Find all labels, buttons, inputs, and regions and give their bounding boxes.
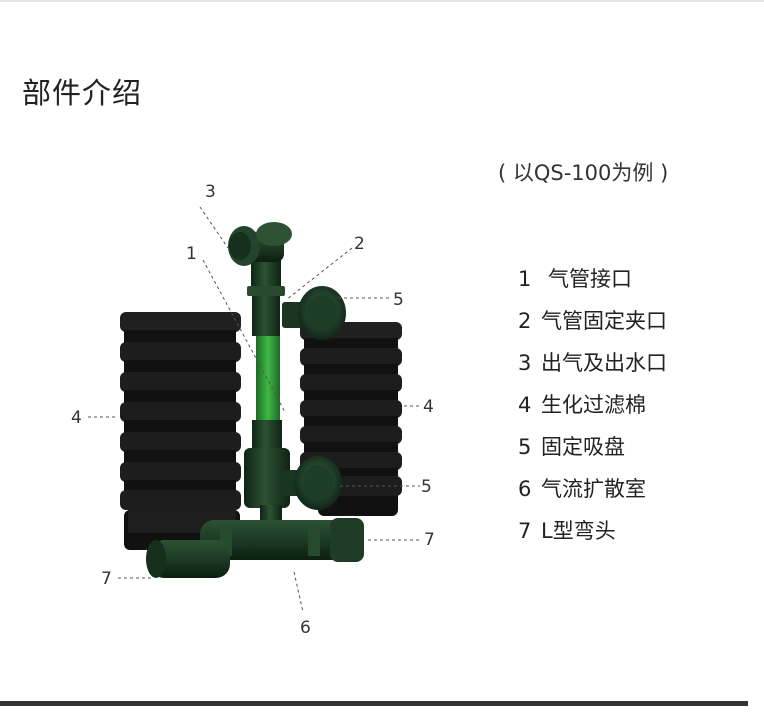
- outlet-elbow: [228, 222, 292, 266]
- callout-1: 1: [186, 244, 197, 264]
- suction-cup-bottom: [282, 456, 342, 510]
- suction-cup-top: [282, 286, 346, 340]
- left-sponge: [120, 312, 241, 550]
- part-label: 气管接口: [548, 267, 632, 291]
- list-item: 1 气管接口: [518, 262, 667, 304]
- right-sponge: [300, 322, 402, 516]
- top-divider: [0, 0, 764, 2]
- part-label: 出气及出水口: [541, 351, 667, 375]
- list-item: 7 L型弯头: [518, 514, 667, 556]
- callout-4-left: 4: [71, 408, 82, 428]
- part-label: 生化过滤棉: [541, 393, 646, 417]
- leader-lines: [88, 206, 422, 613]
- list-item: 3 出气及出水口: [518, 346, 667, 388]
- part-number: 2: [518, 309, 532, 333]
- part-number: 1: [518, 267, 532, 291]
- part-number: 7: [518, 519, 532, 543]
- callout-6: 6: [300, 618, 311, 638]
- part-number: 5: [518, 435, 532, 459]
- page-title: 部件介绍: [22, 76, 143, 110]
- example-note: ( 以QS-100为例 ): [498, 161, 669, 185]
- callout-7-right: 7: [424, 530, 435, 550]
- part-label: 气流扩散室: [541, 477, 646, 501]
- parts-list: 1 气管接口 2 气管固定夹口 3 出气及出水口 4 生化过滤棉 5 固定吸盘 6 气流扩散…: [518, 262, 667, 556]
- part-label: 固定吸盘: [541, 435, 625, 459]
- diffuser-chamber: [146, 518, 364, 578]
- part-label: 气管固定夹口: [541, 309, 667, 333]
- callout-3: 3: [205, 182, 216, 202]
- part-label: L型弯头: [541, 519, 616, 543]
- clear-tube: [256, 336, 280, 426]
- l-elbow: [150, 540, 230, 578]
- list-item: 6 气流扩散室: [518, 472, 667, 514]
- callout-4-right: 4: [423, 397, 434, 417]
- list-item: 5 固定吸盘: [518, 430, 667, 472]
- list-item: 2 气管固定夹口: [518, 304, 667, 346]
- callout-7-left: 7: [101, 569, 112, 589]
- part-number: 3: [518, 351, 532, 375]
- part-number: 4: [518, 393, 532, 417]
- callout-5-bottom: 5: [421, 477, 432, 497]
- callout-2: 2: [354, 234, 365, 254]
- part-number: 6: [518, 477, 532, 501]
- bottom-bar: [0, 701, 748, 706]
- list-item: 4 生化过滤棉: [518, 388, 667, 430]
- callout-5-top: 5: [393, 290, 404, 310]
